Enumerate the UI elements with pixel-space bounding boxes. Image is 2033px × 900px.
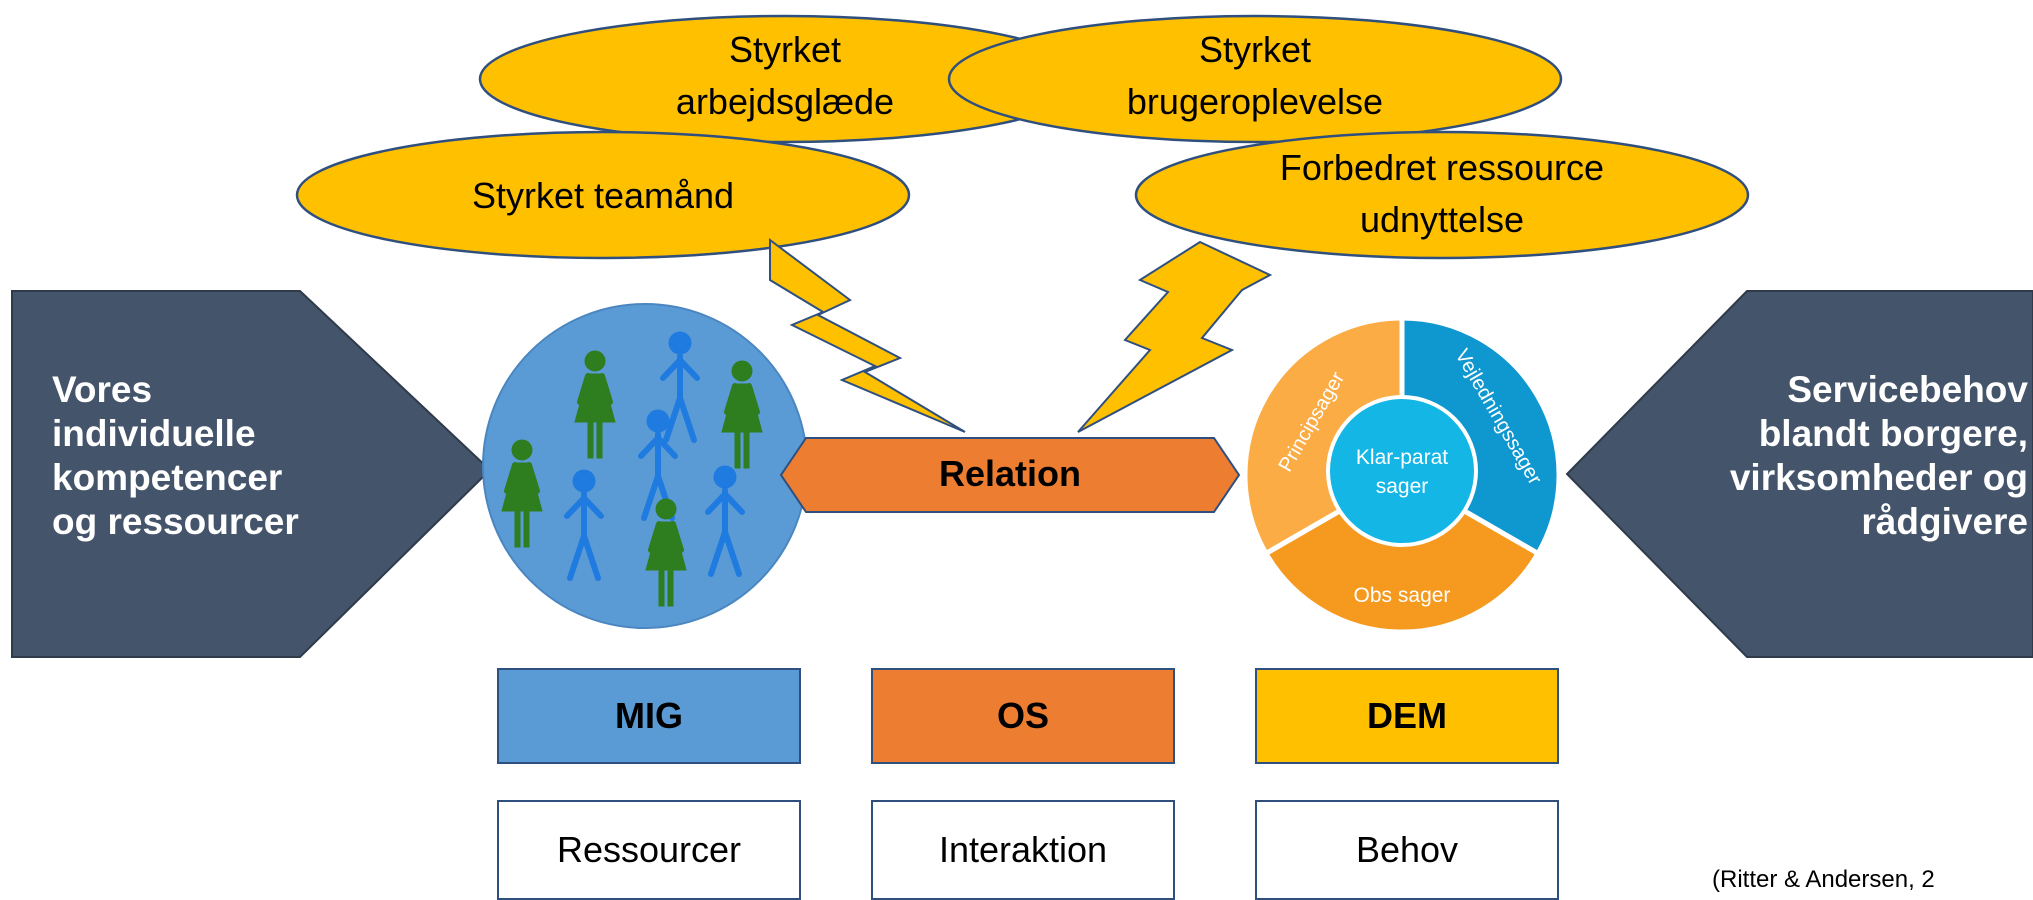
right-block-line: blandt borgere,: [1758, 413, 2028, 454]
column-value-behov: Behov: [1255, 800, 1559, 900]
case-wheel: [1242, 315, 1562, 635]
wheel-segment-obs: [1262, 472, 1542, 635]
column-label-dem: DEM: [1255, 668, 1559, 764]
cloud-ressource: [1134, 130, 1750, 260]
left-block-text: Vores individuelle kompetencer og ressou…: [52, 368, 299, 544]
column-value-interaktion: Interaktion: [871, 800, 1175, 900]
wheel-center: [1326, 395, 1478, 547]
column-label-os: OS: [871, 668, 1175, 764]
right-block-line: rådgivere: [1861, 501, 2028, 542]
left-block-line: individuelle: [52, 413, 256, 454]
cloud-text-arbejdsglaede-2: arbejdsglæde: [676, 81, 894, 122]
left-block-line: Vores: [52, 369, 153, 410]
cloud-text-ressource-1: Forbedret ressource: [1280, 147, 1604, 188]
cloud-text-brugeroplevelse-1: Styrket: [1199, 29, 1311, 70]
citation: (Ritter & Andersen, 2: [1712, 866, 1935, 893]
left-block-line: og ressourcer: [52, 501, 299, 542]
left-block-line: kompetencer: [52, 457, 283, 498]
cloud-brugeroplevelse: [947, 14, 1563, 144]
wheel-center-line-2: sager: [1376, 475, 1429, 498]
cloud-text-ressource-2: udnyttelse: [1360, 199, 1524, 240]
wheel-label-obs: Obs sager: [1354, 584, 1451, 607]
column-label-mig: MIG: [497, 668, 801, 764]
lightning-bolt-icon: [1077, 240, 1273, 433]
relation-arrow: [779, 437, 1241, 513]
cloud-shapes: [295, 14, 1750, 260]
cloud-text-brugeroplevelse-2: brugeroplevelse: [1127, 81, 1383, 122]
wheel-center-line-1: Klar-parat: [1356, 446, 1448, 469]
lightning-bolt-icon: [769, 238, 966, 433]
column-value-ressourcer: Ressourcer: [497, 800, 801, 900]
right-side-block: [1565, 290, 2033, 658]
right-block-text: Servicebehov blandt borgere, virksomhede…: [1730, 368, 2028, 544]
right-block-line: Servicebehov: [1787, 369, 2028, 410]
relation-label: Relation: [939, 453, 1081, 494]
cloud-text-teamaand: Styrket teamånd: [472, 175, 734, 216]
right-block-line: virksomheder og: [1729, 457, 2028, 498]
left-side-block: [11, 290, 492, 658]
cloud-text-arbejdsglaede-1: Styrket: [729, 29, 841, 70]
cloud-teamaand: [295, 130, 911, 260]
